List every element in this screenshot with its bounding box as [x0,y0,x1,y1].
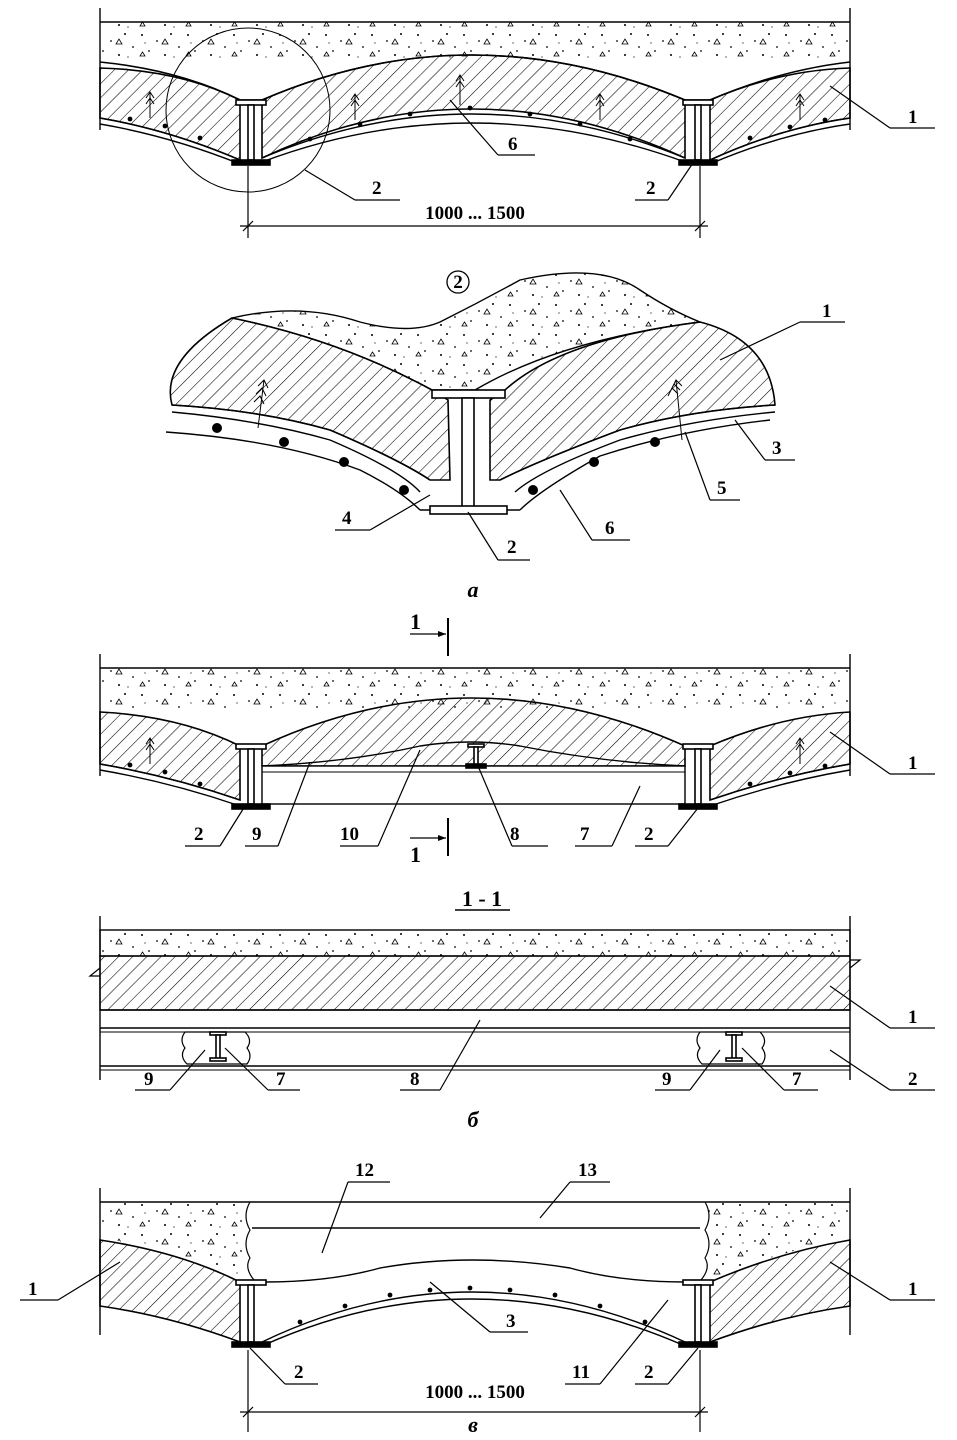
fig-b-label-9: 9 [252,824,262,845]
sec-label-2: 2 [908,1069,918,1090]
detail-label-2: 2 [507,537,517,558]
detail-2: 2 [165,270,845,602]
i-beam-right [678,99,718,166]
fig-v-label-1-left: 1 [28,1279,38,1300]
fig-b-label-2-right: 2 [644,824,654,845]
insulation-right [709,67,851,162]
fig-b-label-7: 7 [580,824,590,845]
sec-label-7-left: 7 [276,1069,286,1090]
fig-v-label-2-left: 2 [294,1362,304,1383]
vapor-arrows [145,74,805,120]
fig-b-label-10: 10 [340,824,359,845]
caption-b: б [468,1107,480,1132]
label-1: 1 [908,107,918,128]
caption-v: в [468,1412,478,1437]
section-mark-bottom: 1 [410,842,421,867]
section-1-1: 1 - 1 1 2 9 [88,886,935,1132]
section-title: 1 - 1 [462,886,502,911]
detail-label-5: 5 [717,478,727,499]
fig-b-label-2-left: 2 [194,824,204,845]
rebar-dots [127,105,828,142]
fig-b-label-1: 1 [908,753,918,774]
dimension-text-bottom: 1000 ... 1500 [425,1382,525,1403]
fig-v-label-12: 12 [355,1160,374,1181]
sec-label-9-left: 9 [144,1069,154,1090]
fig-v-label-11: 11 [572,1362,590,1383]
caption-a: а [468,577,479,602]
dimension-text-top: 1000 ... 1500 [425,203,525,224]
fig-v-label-2-right: 2 [644,1362,654,1383]
dimension-line-top [240,166,708,238]
dimension-line-bottom [240,1350,708,1432]
insulation-left [99,67,241,162]
label-6: 6 [508,134,518,155]
i-beam-left [231,99,271,166]
section-mark-top: 1 [410,609,421,634]
fig-v-label-3: 3 [506,1311,516,1332]
sec-label-7-right: 7 [792,1069,802,1090]
sec-label-8: 8 [410,1069,420,1090]
figure-v: 12 13 1 1 3 2 11 2 1000 ... 1500 в [20,1160,935,1437]
detail-i-beam [429,389,508,515]
sec-label-1: 1 [908,1007,918,1028]
detail-label-4: 4 [342,508,352,529]
label-2-circle: 2 [372,178,382,199]
detail-label-3: 3 [772,438,782,459]
detail-marker-circle [446,270,470,294]
fig-v-label-13: 13 [578,1160,597,1181]
fig-b-label-8: 8 [510,824,520,845]
label-2-right: 2 [646,178,656,199]
detail-label-1: 1 [822,301,832,322]
figure-a-overview: 1 6 2 2 1000 ... 1500 [99,8,935,238]
figure-b: 1 1 [99,609,935,867]
detail-marker: 2 [453,272,463,293]
detail-label-6: 6 [605,518,615,539]
fig-v-label-1-right: 1 [908,1279,918,1300]
sec-label-9-right: 9 [662,1069,672,1090]
